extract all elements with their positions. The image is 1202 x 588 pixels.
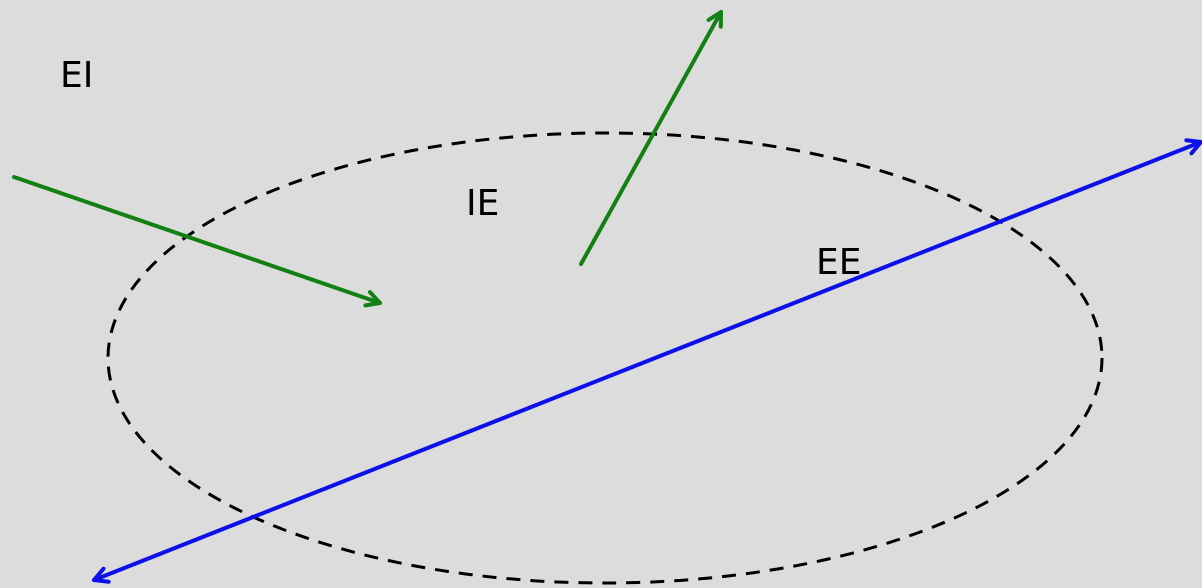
blue-bidirectional-arrow <box>92 138 1202 584</box>
label-ee: EE <box>816 242 862 283</box>
label-ie: IE <box>466 183 499 224</box>
label-ei: EI <box>60 55 93 96</box>
